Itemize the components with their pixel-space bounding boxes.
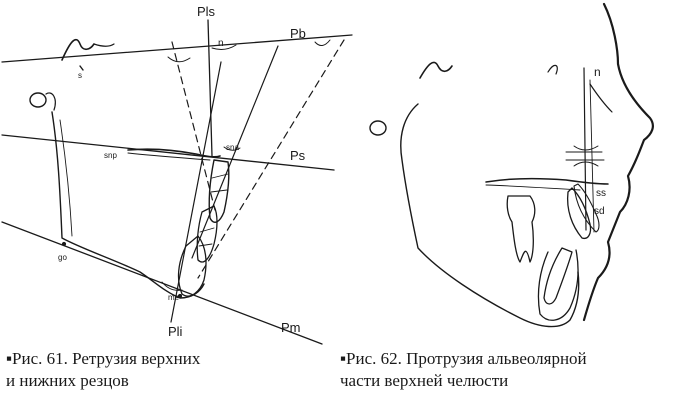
skull-outline — [400, 103, 580, 328]
figure-61-labels: Pls Pb n s Ps snp sna go me Pli Pm — [58, 4, 306, 339]
lower-incisor-outline — [198, 227, 215, 247]
pm-plane-line — [1, 221, 323, 345]
caption-line-1: ▪Рис. 62. Протрузия альвеолярной — [340, 348, 680, 370]
pb-plane-line — [1, 34, 353, 63]
caption-marker: ▪ — [340, 349, 347, 368]
upper-incisor-outline — [566, 187, 592, 240]
face-profile-outline — [582, 2, 654, 322]
caption-text: Рис. 62. Протрузия альвеолярной — [346, 349, 587, 368]
angle-arc — [223, 146, 241, 151]
dashed-norm-line-left — [171, 41, 216, 211]
label-n: n — [594, 65, 601, 79]
label-me: me — [168, 293, 180, 302]
caption-line-2: и нижних резцов — [6, 371, 129, 390]
label-ps: Ps — [290, 148, 306, 163]
palate-outline — [127, 148, 221, 158]
label-pb: Pb — [290, 26, 306, 41]
chin-symphysis-outline — [537, 249, 579, 321]
reference-marks — [565, 151, 605, 161]
upper-incisor-outline — [208, 159, 230, 223]
angle-arc — [167, 56, 191, 63]
label-pli: Pli — [168, 324, 183, 339]
ps-plane-line — [1, 134, 335, 171]
palate-outline — [127, 152, 211, 161]
figure-61-caption: ▪Рис. 61. Ретрузия верхних и нижних резц… — [6, 348, 326, 392]
figure-62-labels: n ss sd — [594, 65, 606, 217]
upper-incisor-outline — [573, 183, 600, 233]
facial-axis-line-inner — [589, 79, 595, 233]
caption-marker: ▪ — [6, 349, 13, 368]
ear-outline — [29, 92, 47, 108]
figure-61-drawing — [1, 19, 353, 345]
pls-axis-line — [207, 19, 213, 157]
sella-outline — [93, 43, 115, 47]
sella-point — [79, 65, 84, 71]
lower-incisor-outline — [543, 247, 573, 305]
figure-62-caption: ▪Рис. 62. Протрузия альвеолярной части в… — [340, 348, 680, 392]
angle-arc — [573, 145, 599, 151]
label-snp: snp — [104, 151, 117, 160]
me-point — [177, 293, 183, 299]
caption-line-1: ▪Рис. 61. Ретрузия верхних — [6, 348, 326, 370]
upper-incisor-outline — [210, 173, 229, 193]
label-s: s — [78, 71, 82, 80]
palate-outline — [485, 184, 581, 191]
angle-arc — [314, 39, 331, 46]
palate-outline — [485, 177, 609, 185]
mandible-outline — [51, 111, 205, 299]
ear-outline — [369, 120, 387, 136]
label-ss: ss — [596, 188, 606, 199]
figure-62-drawing — [369, 2, 654, 328]
lower-incisor-outline — [196, 205, 218, 263]
pli-axis-line — [170, 61, 222, 323]
caption-line-2: части верхней челюсти — [340, 371, 509, 390]
nasal-bone-outline — [589, 83, 613, 113]
sella-outline — [419, 61, 453, 79]
sella-outline — [61, 38, 95, 61]
angle-arc — [573, 161, 599, 167]
ramus-outline — [59, 119, 73, 237]
dashed-norm-line-right — [197, 39, 345, 279]
label-pls: Pls — [197, 4, 216, 19]
label-sd: sd — [594, 206, 605, 217]
caption-text: Рис. 61. Ретрузия верхних — [12, 349, 201, 368]
condyle-outline — [45, 92, 56, 111]
orbit-outline — [547, 64, 558, 75]
pg-point — [61, 241, 67, 247]
label-n: n — [218, 38, 224, 49]
upper-incisor-axis-line — [191, 45, 279, 259]
angle-arc — [211, 44, 237, 50]
label-sna: sna — [226, 143, 239, 152]
molar-outline — [506, 195, 536, 263]
label-pm: Pm — [281, 320, 301, 335]
symphysis-outline — [177, 235, 207, 297]
facial-axis-line — [583, 67, 587, 231]
label-go: go — [58, 253, 67, 262]
